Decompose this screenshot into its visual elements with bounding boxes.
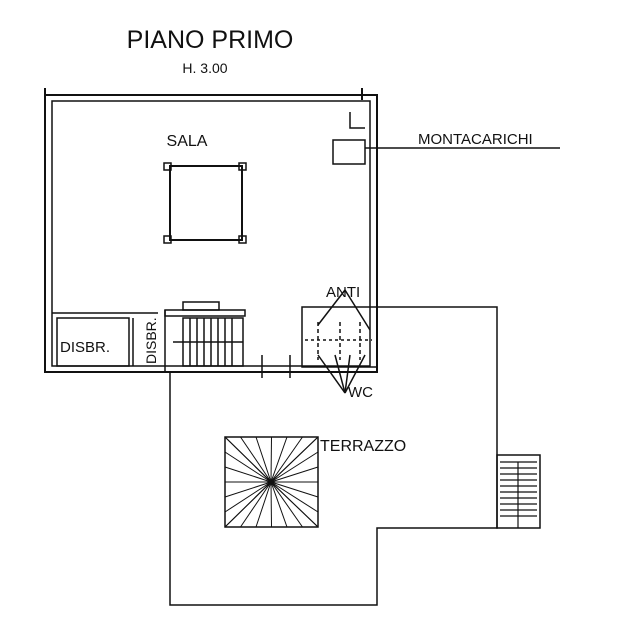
- room-label-terrazzo: TERRAZZO: [320, 438, 406, 455]
- stair-ray: [270, 466, 319, 483]
- room-label-sala: SALA: [167, 133, 208, 150]
- stair-ray: [270, 481, 319, 498]
- stair-ray: [240, 481, 272, 528]
- stair-ray: [270, 481, 319, 528]
- plan-title: PIANO PRIMO: [127, 26, 294, 54]
- staircase-icon: [173, 317, 244, 367]
- terrace-outline: [169, 306, 498, 606]
- external-staircase-icon: [496, 454, 541, 529]
- stair-ray: [255, 481, 272, 528]
- stair-ray: [224, 481, 272, 513]
- height-label: H. 3.00: [182, 60, 227, 76]
- stair-ray: [270, 436, 288, 483]
- service-block: [52, 289, 378, 394]
- stair-ray: [240, 436, 272, 483]
- stair-ray: [270, 436, 319, 483]
- room-label-disbr: DISBR.: [60, 339, 110, 356]
- central-column: [163, 162, 247, 244]
- stair-ray: [270, 481, 319, 513]
- stair-ray: [270, 481, 272, 528]
- stair-ray: [224, 466, 272, 483]
- stair-ray: [270, 481, 288, 528]
- room-label-anti: ANTI: [326, 284, 360, 301]
- stair-ray: [255, 436, 272, 483]
- stair-ray: [270, 436, 272, 483]
- room-label-disbr-vertical: DISBR.: [143, 317, 159, 364]
- stair-ray: [270, 436, 303, 483]
- spiral-staircase-icon: [224, 436, 319, 528]
- montacarichi-shaft: [332, 112, 560, 165]
- stair-ray: [270, 481, 303, 528]
- stair-ray: [224, 451, 272, 483]
- stair-ray: [270, 451, 319, 483]
- stair-ray: [224, 481, 272, 528]
- stair-ray: [224, 481, 272, 498]
- stair-ray: [224, 436, 272, 483]
- room-label-wc: WC: [348, 384, 373, 401]
- room-label-montacarichi: MONTACARICHI: [418, 131, 533, 148]
